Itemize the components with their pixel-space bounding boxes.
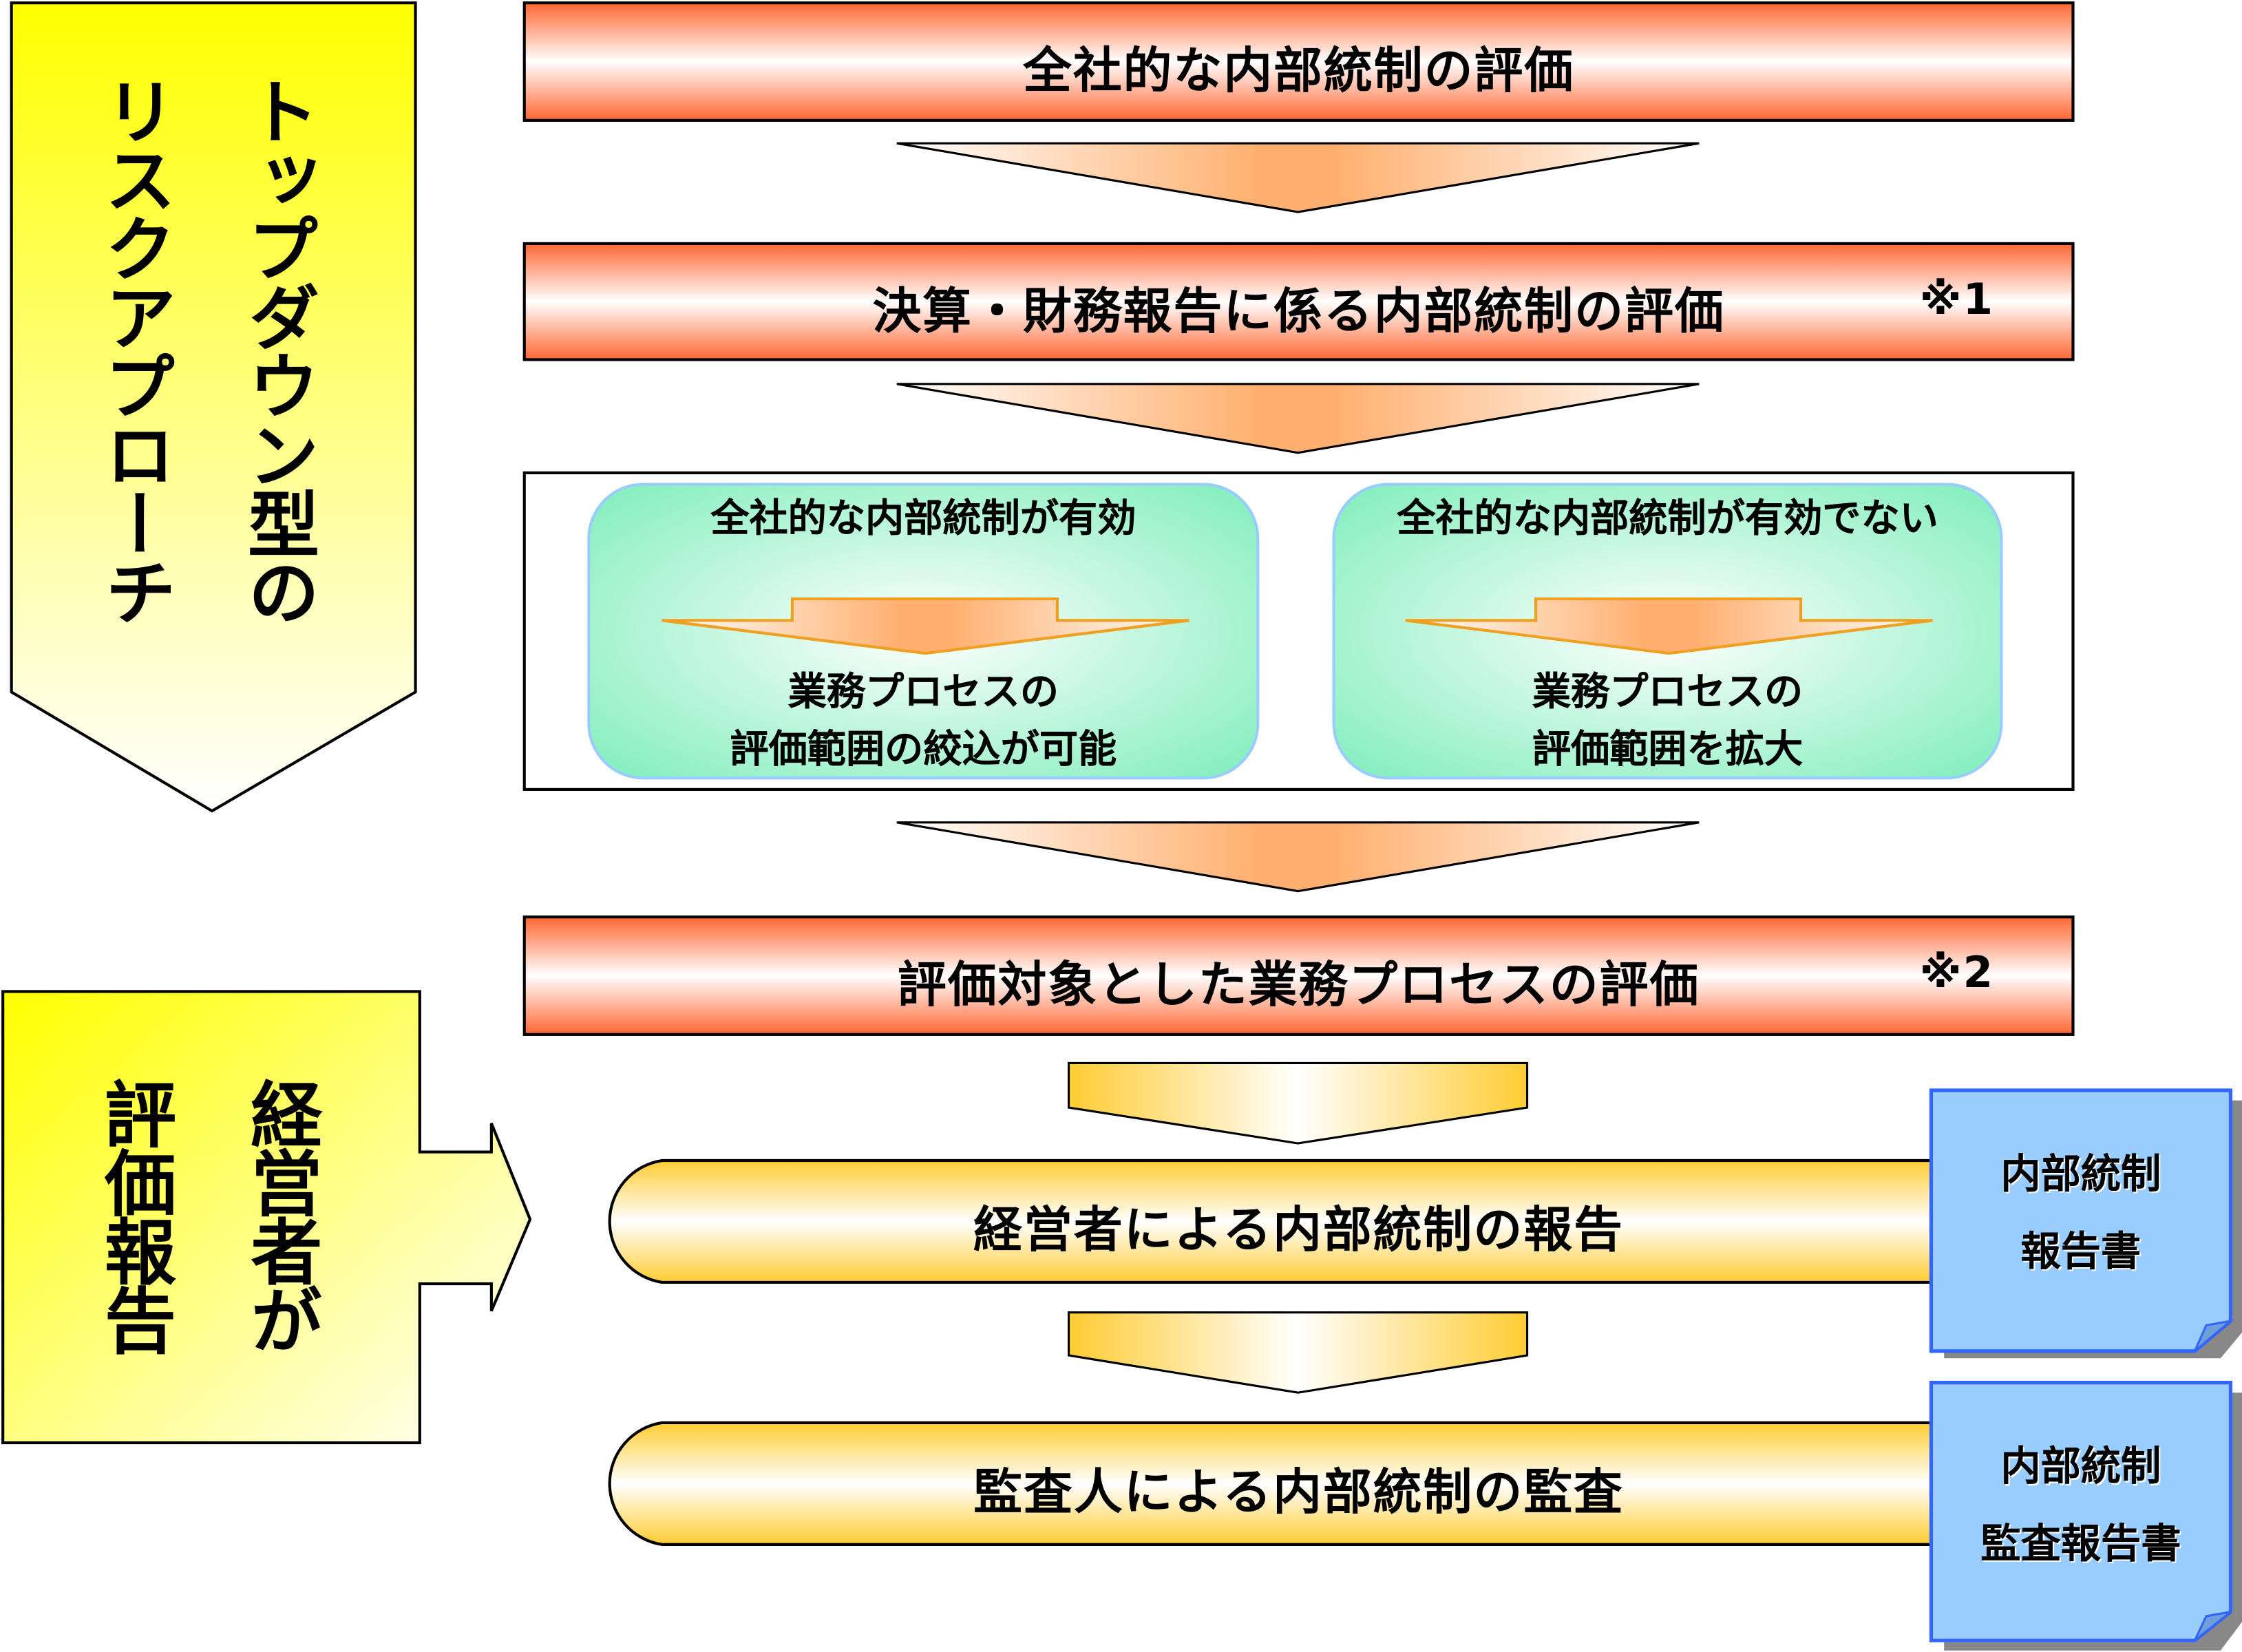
branch-effective-title: 全社的な内部統制が有効 <box>710 497 1136 542</box>
down-arrow-icon <box>1068 1061 1529 1145</box>
step3-label: 評価対象とした業務プロセスの評価 <box>897 957 1700 1015</box>
branch-not-effective-result-line2: 評価範囲を拡大 <box>1532 728 1804 772</box>
step5-label: 監査人による内部統制の監査 <box>973 1464 1625 1522</box>
step1-bar <box>522 1 2075 122</box>
branch-effective-result-line1: 業務プロセスの <box>787 670 1059 715</box>
management-label-line1: 経営者が <box>239 1077 323 1353</box>
step3-bar <box>522 915 2075 1036</box>
top-down-arrow-panel <box>10 1 417 813</box>
top-down-label-line1: トップダウン型の <box>236 74 320 625</box>
step2-note: ※1 <box>1919 275 1995 326</box>
audit-report-document <box>1929 1381 2242 1651</box>
report-document <box>1929 1088 2242 1359</box>
down-chevron-icon <box>896 821 1700 893</box>
step4-pill <box>608 1158 1938 1284</box>
down-chevron-icon <box>896 142 1700 213</box>
branch-not-effective-title: 全社的な内部統制が有効でない <box>1397 497 1938 542</box>
step5-pill <box>608 1421 1938 1546</box>
down-arrow-icon <box>1068 1311 1529 1394</box>
down-arrow-icon <box>1405 597 1933 655</box>
down-chevron-icon <box>896 383 1700 454</box>
step3-note: ※2 <box>1919 948 1995 999</box>
audit-doc-line2: 監査報告書 <box>1980 1520 2181 1568</box>
step2-bar <box>522 242 2075 361</box>
branch-effective-result-line2: 評価範囲の絞込が可能 <box>730 728 1117 772</box>
management-label-line2: 評価報告 <box>93 1077 176 1353</box>
step2-label: 決算・財務報告に係る内部統制の評価 <box>872 284 1725 341</box>
report-doc-line1: 内部統制 <box>2000 1150 2161 1198</box>
step4-label: 経営者による内部統制の報告 <box>973 1202 1625 1260</box>
down-arrow-icon <box>662 597 1189 655</box>
management-report-arrow-panel <box>1 990 532 1445</box>
branch-not-effective-result-line1: 業務プロセスの <box>1532 670 1804 715</box>
step1-label: 全社的な内部統制の評価 <box>1022 43 1575 100</box>
audit-doc-line1: 内部統制 <box>2000 1443 2161 1490</box>
report-doc-line2: 報告書 <box>2020 1227 2141 1275</box>
top-down-label-line2: リスクアプローチ <box>93 74 176 625</box>
